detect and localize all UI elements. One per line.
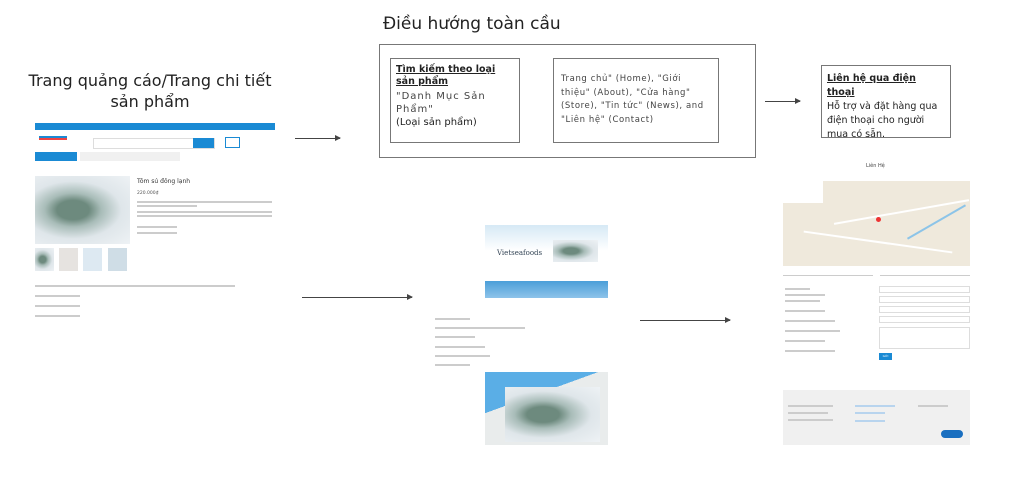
- contact-body: Hỗ trợ và đặt hàng qua điện thoại cho ng…: [827, 101, 938, 140]
- arrow: [765, 98, 801, 104]
- thumbnail: [59, 248, 78, 271]
- thumbnail: [83, 248, 102, 271]
- map: [783, 181, 970, 266]
- footer: [783, 390, 970, 445]
- truck-icon: [225, 137, 240, 148]
- thumbnail: [35, 248, 54, 271]
- product-page-screenshot: Tôm sú đông lạnh 220.000₫: [35, 123, 275, 326]
- product-image: [35, 176, 130, 244]
- arrow: [302, 294, 413, 300]
- certification-badge: [941, 430, 963, 438]
- brand-label: Vietseafoods: [497, 249, 543, 257]
- nav-bar: [80, 152, 180, 161]
- thumbnail: [108, 248, 127, 271]
- contact-page-title: Liên Hệ: [866, 163, 885, 169]
- arrow: [640, 317, 731, 323]
- nav-title: Điều hướng toàn cầu: [383, 14, 561, 34]
- send-button: GỬI: [879, 353, 892, 360]
- search-line2: (Loại sản phẩm): [396, 117, 477, 128]
- contact-heading: Liên hệ qua điện thoại: [827, 73, 916, 98]
- search-input: [93, 138, 215, 149]
- form-field: [879, 306, 970, 313]
- form-field: [879, 286, 970, 293]
- map-pin-icon: [876, 217, 881, 222]
- phone-contact-box: Liên hệ qua điện thoại Hỗ trợ và đặt hàn…: [821, 65, 951, 140]
- menu-box: Trang chủ" (Home), "Giới thiệu" (About),…: [553, 58, 719, 143]
- left-title: Trang quảng cáo/Trang chi tiết sản phẩm: [28, 71, 272, 111]
- category-button: [35, 152, 77, 161]
- search-button: [193, 138, 214, 148]
- search-line1: "Danh Mục Sản Phẩm": [396, 91, 486, 115]
- open-box-image: [485, 372, 608, 445]
- product-name: Tôm sú đông lạnh: [137, 178, 191, 185]
- menu-text: Trang chủ" (Home), "Giới thiệu" (About),…: [561, 74, 704, 125]
- form-field: [879, 316, 970, 323]
- global-nav-box: Tìm kiếm theo loại sản phẩm "Danh Mục Sả…: [379, 44, 756, 158]
- shrimp-image: [553, 240, 598, 262]
- top-bar: [35, 123, 275, 130]
- form-field: [879, 296, 970, 303]
- logo: [39, 136, 67, 148]
- search-by-category-box: Tìm kiếm theo loại sản phẩm "Danh Mục Sả…: [390, 58, 520, 143]
- search-heading: Tìm kiếm theo loại sản phẩm: [396, 64, 496, 87]
- message-field: [879, 327, 970, 349]
- product-price: 220.000₫: [137, 191, 159, 196]
- product-box-image: Vietseafoods: [485, 225, 608, 311]
- arrow: [295, 135, 341, 141]
